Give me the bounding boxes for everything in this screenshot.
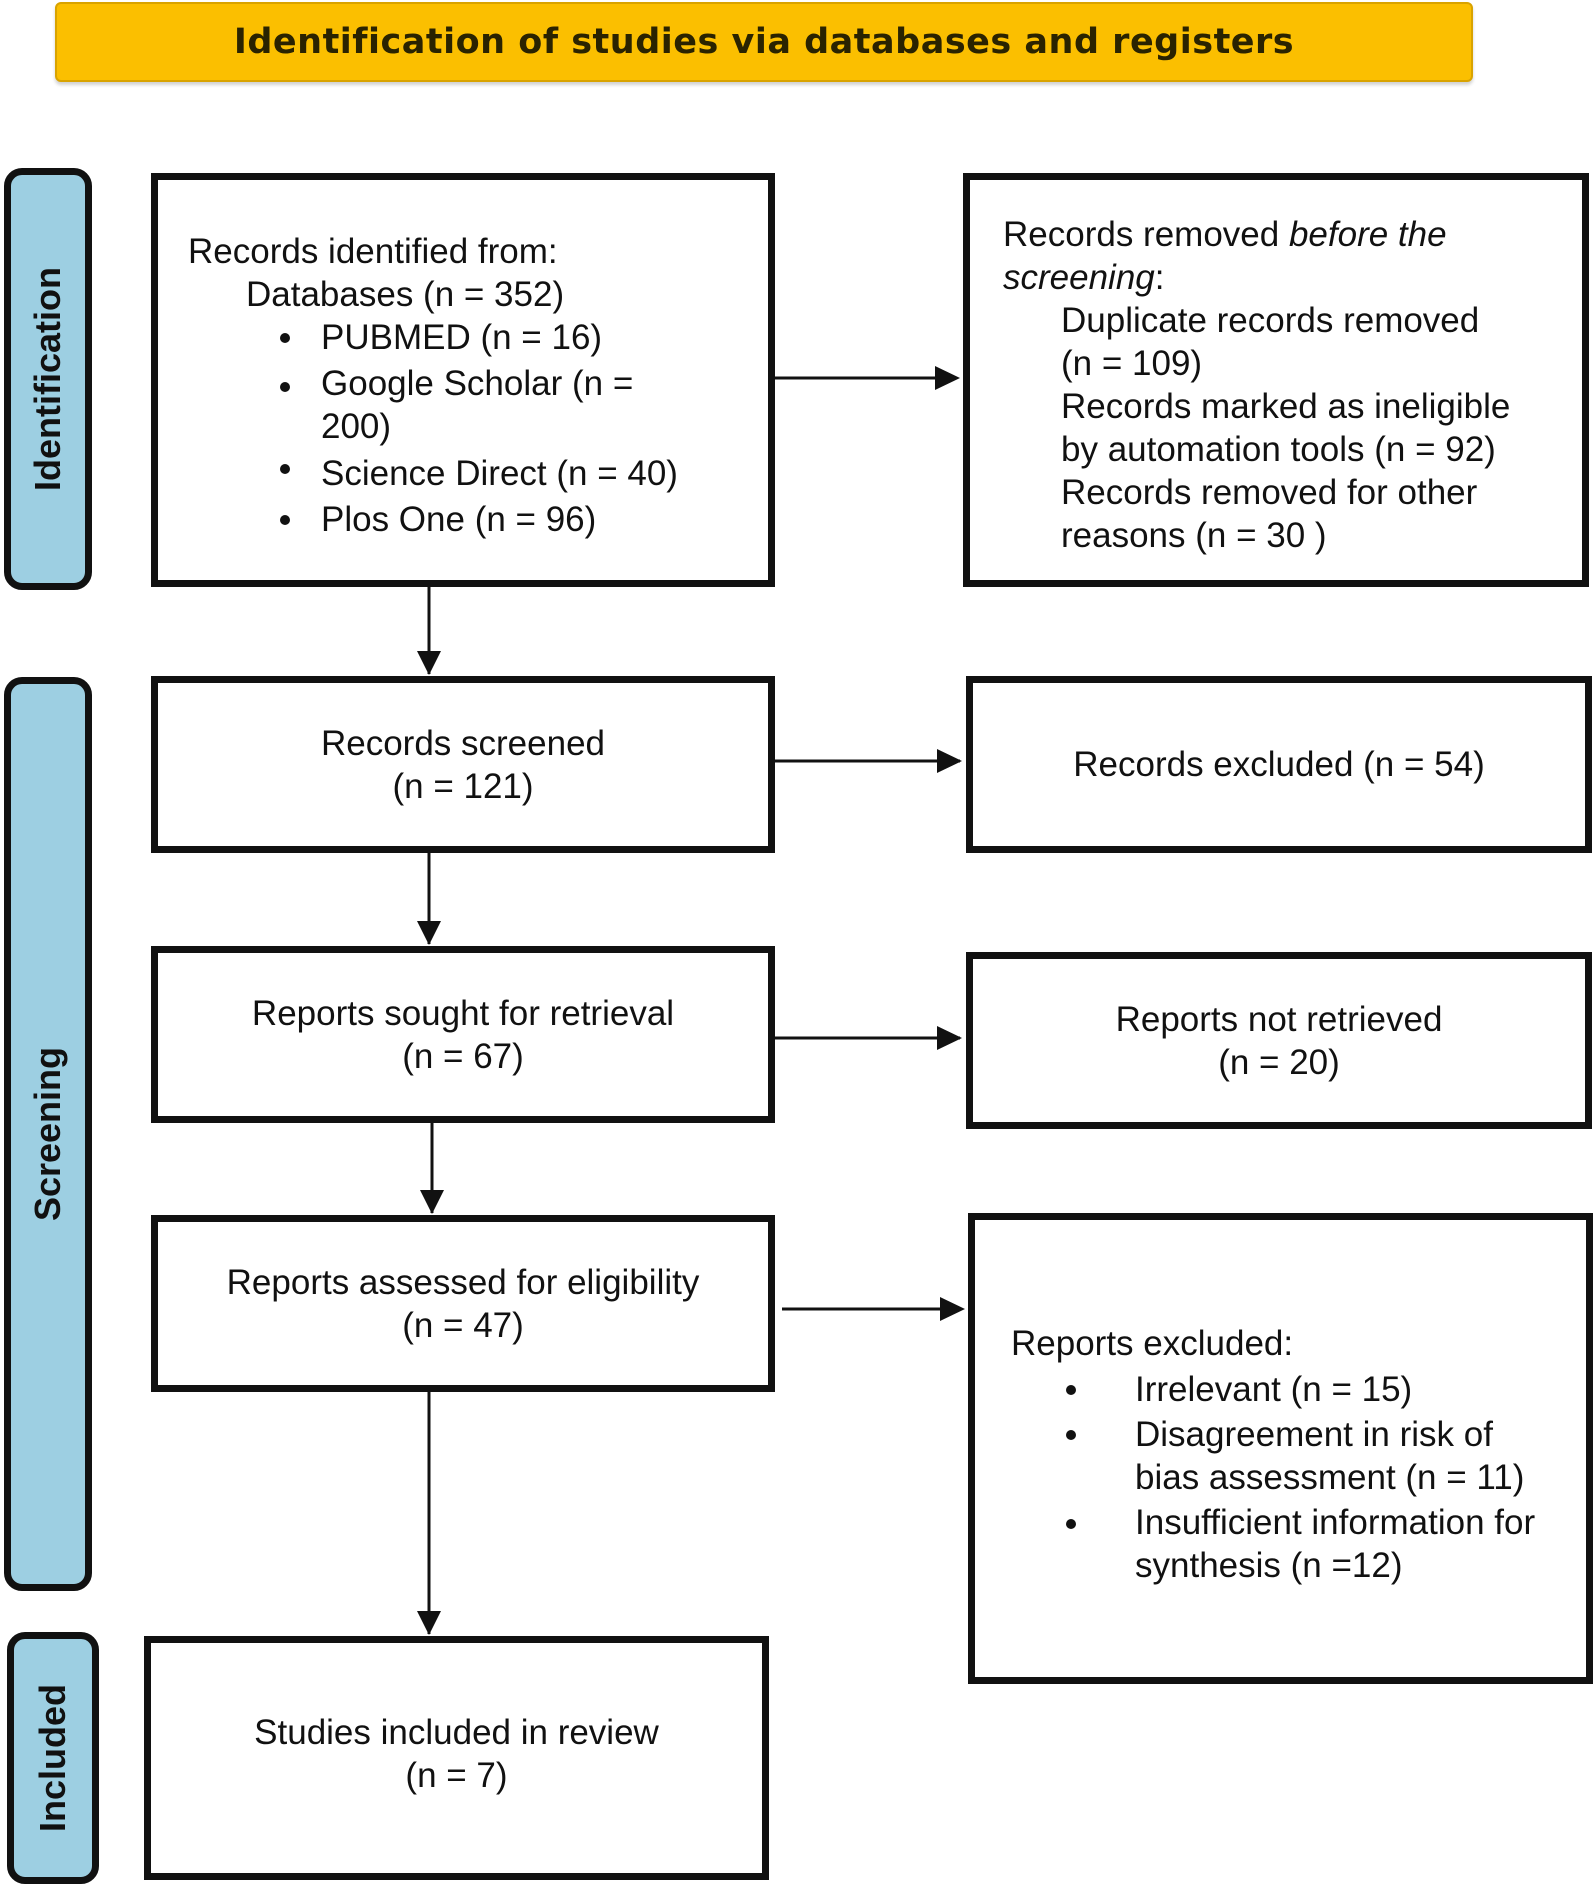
removed-heading-cont: screening:: [1003, 258, 1165, 297]
header-banner: Identification of studies via databases …: [55, 2, 1473, 82]
source-item: PUBMED (n = 16): [188, 316, 768, 362]
exclusion-reason-continued: synthesis (n =12): [1135, 1546, 1403, 1585]
included-label: Studies included in review: [254, 1713, 659, 1752]
bullet-icon: [1066, 1430, 1076, 1440]
bullet-icon: [280, 515, 290, 525]
reports-excluded-box: Reports excluded: Irrelevant (n = 15) Di…: [968, 1213, 1593, 1684]
arrowhead-icon: [937, 749, 962, 773]
exclusion-reason: Insufficient information for: [1011, 1501, 1586, 1544]
not-retrieved-label: Reports not retrieved: [1115, 999, 1443, 1039]
reports-sought-box: Reports sought for retrieval (n = 67): [151, 946, 775, 1123]
bullet-icon: [280, 382, 290, 392]
removed-line: by automation tools (n = 92): [1061, 430, 1496, 469]
sought-count: (n = 67): [402, 1036, 524, 1076]
bullet-icon: [280, 333, 290, 343]
arrowhead-icon: [420, 1190, 444, 1214]
source-item: Google Scholar (n =: [188, 362, 768, 405]
removed-line: Records removed for other: [1061, 473, 1478, 512]
identified-databases: Databases (n = 352): [246, 275, 565, 314]
source-item: Plos One (n = 96): [188, 498, 768, 541]
assessed-label: Reports assessed for eligibility: [226, 1262, 700, 1302]
records-removed-box: Records removed before the screening: Du…: [963, 173, 1589, 587]
reports-assessed-box: Reports assessed for eligibility (n = 47…: [151, 1215, 775, 1392]
source-item-continued: 200): [321, 407, 392, 446]
records-screened-box: Records screened (n = 121): [151, 676, 775, 853]
reports-not-retrieved-box: Reports not retrieved (n = 20): [966, 952, 1592, 1129]
header-title: Identification of studies via databases …: [233, 22, 1295, 62]
bullet-icon: [1066, 1385, 1076, 1395]
arrowhead-icon: [937, 1026, 962, 1050]
arrowhead-icon: [417, 1611, 441, 1635]
removed-line: Records marked as ineligible: [1061, 387, 1511, 426]
arrowhead-icon: [940, 1297, 965, 1321]
exclusion-reason-continued: bias assessment (n = 11): [1135, 1458, 1525, 1497]
included-count: (n = 7): [405, 1756, 508, 1795]
not-retrieved-count: (n = 20): [1218, 1042, 1340, 1082]
screened-count: (n = 121): [392, 766, 534, 806]
bullet-icon: [1066, 1519, 1076, 1529]
removed-heading: Records removed before the: [1003, 215, 1447, 254]
identified-heading: Records identified from:: [188, 232, 558, 271]
bullet-icon: [280, 464, 290, 474]
removed-line: Duplicate records removed: [1061, 301, 1480, 340]
source-item: Science Direct (n = 40): [188, 452, 768, 498]
studies-included-box: Studies included in review (n = 7): [144, 1636, 769, 1880]
records-identified-box: Records identified from: Databases (n = …: [151, 173, 775, 587]
arrowhead-icon: [417, 651, 441, 675]
arrowhead-icon: [935, 366, 960, 390]
records-excluded-box: Records excluded (n = 54): [966, 676, 1592, 853]
sought-label: Reports sought for retrieval: [251, 993, 675, 1033]
removed-line: reasons (n = 30 ): [1061, 516, 1327, 555]
records-excluded-label: Records excluded (n = 54): [1073, 745, 1485, 784]
phase-screening: Screening: [4, 677, 92, 1591]
phase-included: Included: [7, 1632, 99, 1884]
arrowhead-icon: [417, 921, 441, 945]
reports-excluded-heading: Reports excluded:: [1011, 1324, 1294, 1363]
removed-line: (n = 109): [1061, 344, 1203, 383]
phase-identification: Identification: [4, 168, 92, 590]
exclusion-reason: Irrelevant (n = 15): [1011, 1368, 1586, 1413]
screened-label: Records screened: [320, 723, 606, 763]
exclusion-reason: Disagreement in risk of: [1011, 1413, 1586, 1456]
assessed-count: (n = 47): [402, 1305, 524, 1345]
